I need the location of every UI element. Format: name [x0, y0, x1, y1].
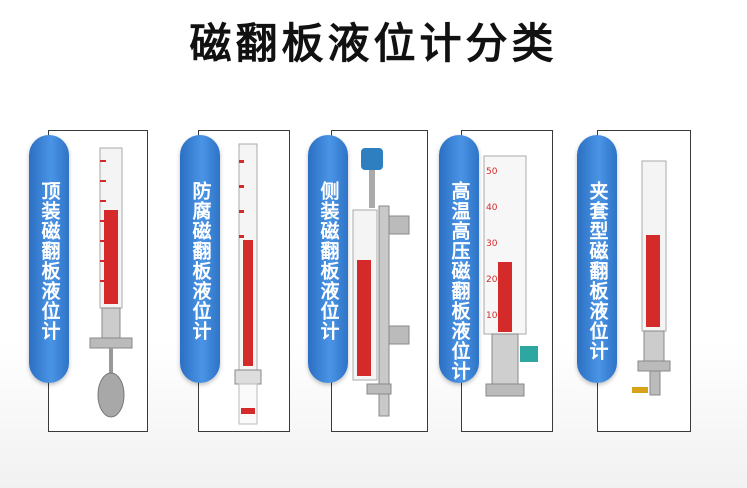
high-temp-pressure-gauge-image: 50 40 30 20 10	[483, 155, 538, 397]
category-label-jacketed: 夹套型磁翻板液位计	[577, 135, 617, 383]
scale-label-10: 10	[486, 311, 498, 321]
scale-label-20: 20	[486, 275, 498, 285]
jacketed-gauge-image	[632, 160, 671, 396]
scale-label-40: 40	[486, 203, 498, 213]
category-label-anti-corrosion: 防腐磁翻板液位计	[180, 135, 220, 383]
side-mounted-gauge-image	[352, 148, 410, 417]
category-label-top-mounted: 顶装磁翻板液位计	[29, 135, 69, 383]
top-mounted-gauge-image	[89, 147, 133, 418]
category-label-high-temp-pressure: 高温高压磁翻板液位计	[439, 135, 479, 383]
scale-label-30: 30	[486, 239, 498, 249]
anti-corrosion-gauge-image	[234, 143, 262, 425]
page-title: 磁翻板液位计分类	[189, 19, 558, 68]
scale-label-50: 50	[486, 167, 498, 177]
category-label-side-mounted: 侧装磁翻板液位计	[308, 135, 348, 383]
